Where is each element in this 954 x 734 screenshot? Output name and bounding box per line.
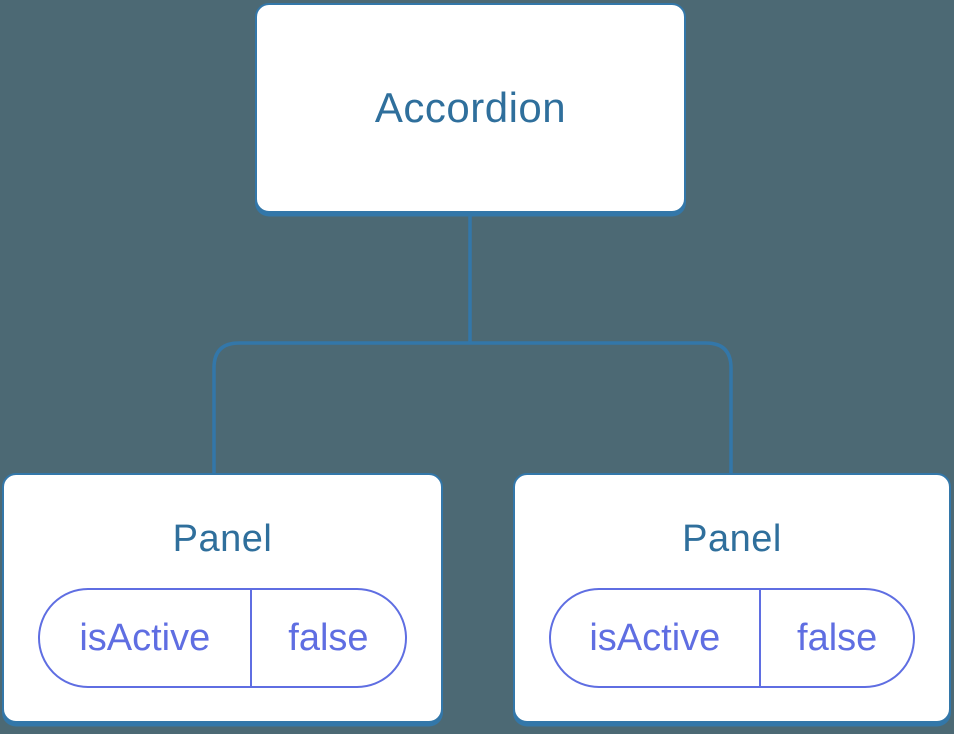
panel-node-left: Panel isActive false bbox=[2, 473, 443, 723]
state-key-label: isActive bbox=[551, 590, 762, 687]
state-value-label: false bbox=[288, 616, 369, 659]
panel-node-right-label: Panel bbox=[682, 518, 782, 560]
accordion-node-label: Accordion bbox=[374, 84, 567, 131]
panel-left-state-pill: isActive false bbox=[37, 588, 408, 689]
accordion-node: Accordion bbox=[255, 3, 686, 213]
panel-node-left-label: Panel bbox=[172, 518, 273, 560]
panel-node-right: Panel isActive false bbox=[513, 473, 951, 723]
state-key-label: isActive bbox=[40, 590, 252, 687]
state-value-label: false bbox=[797, 616, 878, 659]
panel-right-state-pill: isActive false bbox=[548, 588, 916, 689]
connector-branch-line bbox=[212, 341, 733, 473]
